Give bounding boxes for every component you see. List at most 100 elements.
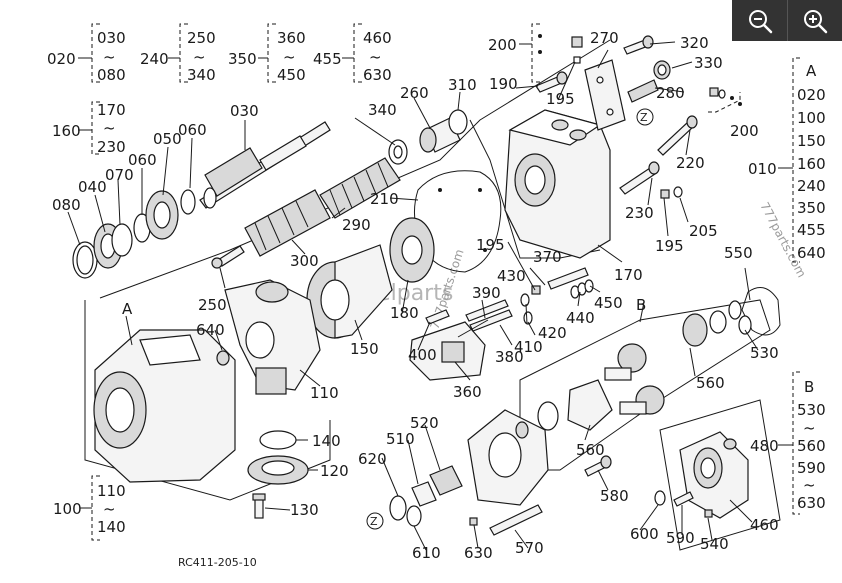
- pins-380: [465, 299, 513, 332]
- label-370: 370: [533, 248, 562, 266]
- group-010: 010 A 020 100 150 160 240 350 455 640: [748, 57, 826, 263]
- cylinder-block-150: [306, 244, 393, 339]
- group-240-to: 340: [187, 66, 216, 84]
- label-140: 140: [312, 432, 341, 450]
- plug-430: [531, 285, 541, 295]
- group-010-item: 455: [797, 221, 826, 239]
- group-480-item-b: B: [804, 378, 814, 396]
- group-200-right: 200: [708, 92, 759, 140]
- plate-270: [584, 59, 626, 131]
- group-020-to: 080: [97, 66, 126, 84]
- label-380: 380: [495, 348, 524, 366]
- label-560-right: 560: [696, 374, 725, 392]
- label-560-mid: 560: [576, 441, 605, 459]
- group-455-id: 455: [313, 50, 342, 68]
- leader-lines: [67, 41, 759, 551]
- group-010-id: 010: [748, 160, 777, 178]
- group-350-to: 450: [277, 66, 306, 84]
- label-320: 320: [680, 34, 709, 52]
- pin-590: [673, 491, 694, 507]
- label-060-mid: 060: [128, 151, 157, 169]
- group-100: 100 110 ~ 140: [53, 475, 126, 541]
- label-630: 630: [464, 544, 493, 562]
- label-590: 590: [666, 529, 695, 547]
- oring-140: [259, 430, 297, 450]
- svg-text:Z: Z: [370, 515, 378, 528]
- plug-640: [216, 350, 230, 366]
- group-240: 240 250 ~ 340: [140, 23, 216, 84]
- group-010-item: 350: [797, 199, 826, 217]
- bolt-190: [535, 71, 568, 93]
- ring-070: [111, 223, 133, 257]
- group-160-to: 230: [97, 138, 126, 156]
- oring-310: [448, 109, 468, 135]
- label-195-right: 195: [655, 237, 684, 255]
- zoom-out-icon: [748, 9, 772, 33]
- group-240-id: 240: [140, 50, 169, 68]
- oring-530: [728, 300, 752, 335]
- bolt-230: [619, 161, 660, 195]
- shaft-030: [199, 121, 331, 209]
- group-480: 480 B 530 ~ 560 590 ~ 630: [750, 371, 826, 515]
- label-060-top: 060: [178, 121, 207, 139]
- zoom-out-button[interactable]: [732, 0, 787, 41]
- label-120: 120: [320, 462, 349, 480]
- gears-pump: [604, 343, 665, 415]
- zoom-in-button[interactable]: [787, 0, 842, 41]
- label-180: 180: [390, 304, 419, 322]
- pin-630: [469, 517, 478, 526]
- label-150: 150: [350, 340, 379, 358]
- group-010-item: 640: [797, 244, 826, 262]
- oring-205: [673, 186, 683, 198]
- group-455-sep: ~: [369, 48, 382, 66]
- oring-520-disc: [537, 401, 559, 431]
- group-100-id: 100: [53, 500, 82, 518]
- group-200-right-label: 200: [730, 122, 759, 140]
- group-480-item: ~: [803, 476, 816, 494]
- frame-pump-cover: [659, 399, 781, 551]
- reference-code: RC411-205-10: [178, 556, 257, 569]
- bolt-130: [252, 493, 266, 519]
- group-100-to: 140: [97, 518, 126, 536]
- oring-550: [741, 287, 781, 336]
- label-530: 530: [750, 344, 779, 362]
- label-030: 030: [230, 102, 259, 120]
- plug-330: [653, 60, 671, 80]
- label-550: 550: [724, 244, 753, 262]
- label-080: 080: [52, 196, 81, 214]
- label-050: 050: [153, 130, 182, 148]
- label-070: 070: [105, 166, 134, 184]
- washer-340: [388, 139, 408, 165]
- label-640: 640: [196, 321, 225, 339]
- label-310: 310: [448, 76, 477, 94]
- group-240-sep: ~: [193, 48, 206, 66]
- valve-plate-180: [389, 217, 435, 283]
- bolt-570: [489, 504, 543, 536]
- group-010-item: 160: [797, 155, 826, 173]
- group-455-to: 630: [363, 66, 392, 84]
- label-580: 580: [600, 487, 629, 505]
- bolt-220: [657, 115, 698, 156]
- group-160-from: 170: [97, 101, 126, 119]
- pin-250: [211, 245, 245, 269]
- label-220: 220: [676, 154, 705, 172]
- ring-060-b: [180, 189, 196, 215]
- group-200-id: 200: [488, 36, 517, 54]
- zoom-in-icon: [804, 9, 828, 33]
- label-340: 340: [368, 101, 397, 119]
- label-250: 250: [198, 296, 227, 314]
- spring-280: [627, 79, 659, 103]
- plug-195-right: [709, 87, 726, 99]
- label-195-mid: 195: [476, 236, 505, 254]
- bearing-050: [145, 190, 179, 240]
- label-510: 510: [386, 430, 415, 448]
- spring-290: [319, 157, 401, 219]
- plate-560-a: [682, 310, 727, 347]
- label-b: B: [636, 296, 646, 314]
- valve-370-440: [547, 267, 594, 299]
- label-170: 170: [614, 266, 643, 284]
- rings-410-420: [520, 293, 533, 325]
- label-230: 230: [625, 204, 654, 222]
- label-300: 300: [290, 252, 319, 270]
